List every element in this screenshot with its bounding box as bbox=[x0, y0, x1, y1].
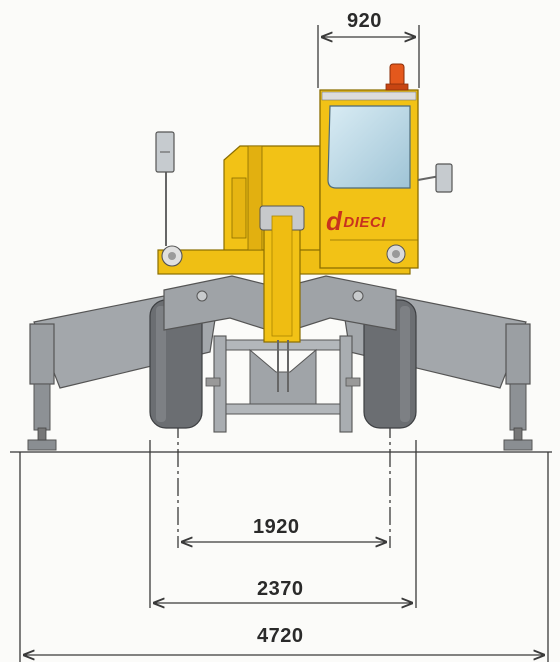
dim-label-track-outer: 2370 bbox=[257, 578, 304, 600]
mirror-right bbox=[417, 163, 453, 193]
brand-logo: dDIECI bbox=[326, 206, 386, 236]
dim-label-cab-width: 920 bbox=[347, 10, 382, 32]
dim-920 bbox=[317, 25, 420, 88]
dim-2370 bbox=[149, 440, 417, 608]
dim-4720 bbox=[19, 452, 549, 662]
telescopic-boom bbox=[259, 205, 305, 392]
dim-label-track-inner: 1920 bbox=[253, 516, 300, 538]
tyre-left bbox=[149, 299, 203, 429]
fork-carriage bbox=[205, 335, 361, 433]
beacon-light bbox=[385, 63, 409, 91]
dim-label-outrigger-span: 4720 bbox=[257, 625, 304, 647]
dim-1920 bbox=[177, 420, 391, 548]
headlights-left bbox=[161, 170, 183, 267]
mirror-left bbox=[155, 131, 175, 173]
operator-cab bbox=[319, 89, 419, 269]
